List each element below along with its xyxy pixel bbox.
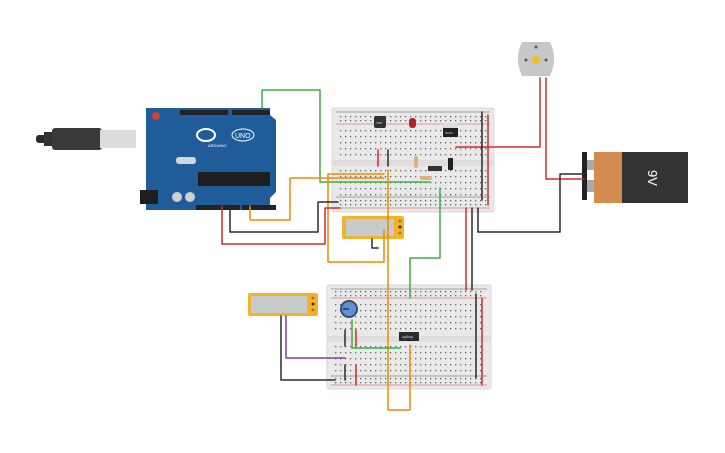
wire-green-2[interactable]: [409, 187, 441, 299]
wire-purple[interactable]: [285, 315, 346, 359]
svg-text:opAmp: opAmp: [402, 335, 413, 339]
wire-black[interactable]: [229, 201, 339, 233]
battery-9v[interactable]: 9V: [582, 152, 688, 203]
resistor-horizontal[interactable]: [420, 176, 432, 180]
temp-sensor[interactable]: TMP: [374, 116, 386, 128]
wire-green[interactable]: [261, 89, 431, 183]
svg-text:NM35: NM35: [445, 131, 453, 135]
slide-switch[interactable]: [428, 166, 442, 171]
diode[interactable]: [448, 158, 453, 170]
wire-red-motor[interactable]: [455, 77, 541, 148]
arduino-board[interactable]: ARDUINO UNO: [140, 108, 276, 210]
wire-lcd1-black[interactable]: [371, 238, 379, 249]
power-jack: [140, 190, 158, 204]
wire-green-3[interactable]: [351, 319, 401, 349]
wire-orange-2[interactable]: [327, 173, 385, 263]
svg-text:TMP: TMP: [376, 121, 382, 125]
battery-label: 9V: [645, 170, 660, 186]
led[interactable]: [409, 118, 416, 128]
breadboard-holes: [335, 116, 487, 384]
opamp-chip[interactable]: opAmp: [399, 332, 419, 341]
potentiometer[interactable]: [340, 300, 358, 318]
lcd-display-1[interactable]: [342, 216, 404, 239]
wire-red[interactable]: [221, 205, 341, 245]
lcd-display-2[interactable]: [248, 293, 318, 316]
reset-button: [152, 112, 160, 120]
wire-red-battery[interactable]: [545, 77, 585, 180]
arduino-brand-label: ARDUINO: [208, 143, 226, 148]
wire-black-battery[interactable]: [477, 173, 585, 233]
arduino-uno-label: UNO: [235, 133, 251, 140]
resistor-vertical[interactable]: [414, 156, 418, 168]
wire-orange-3[interactable]: [387, 169, 411, 411]
dc-motor[interactable]: [518, 42, 554, 76]
wire-black-lcd2[interactable]: [280, 315, 336, 381]
usb-cable[interactable]: [36, 128, 136, 150]
wire-orange[interactable]: [249, 177, 385, 221]
atmega-chip: [198, 172, 270, 186]
regulator[interactable]: NM35: [443, 123, 458, 137]
